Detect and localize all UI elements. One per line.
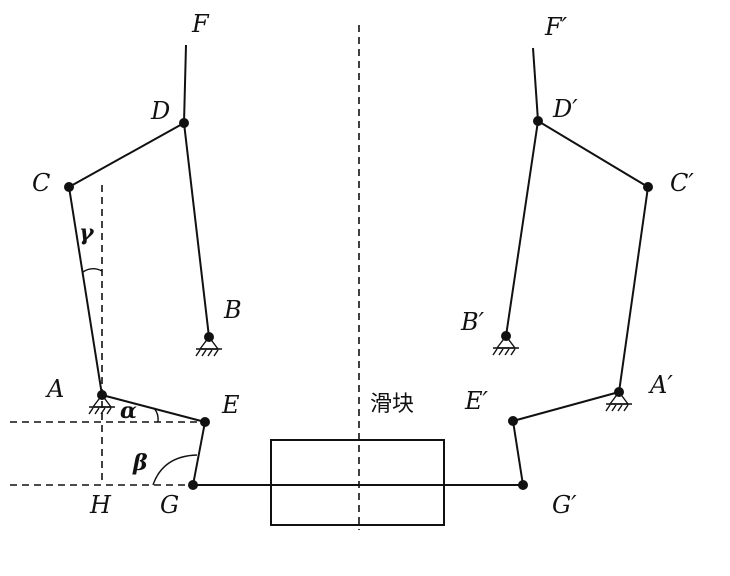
label-E: E (221, 391, 240, 419)
label-D-prime: D′ (552, 95, 578, 123)
joint-A (97, 390, 107, 400)
joint-Ap (614, 387, 624, 397)
joint-Gp (518, 480, 528, 490)
link-Dp-Bp (505, 120, 539, 337)
link-D-C (68, 122, 185, 188)
link-C-A (68, 186, 103, 396)
slider-block (270, 439, 445, 526)
label-G-prime: G′ (552, 491, 577, 519)
ground-support-Bp (492, 334, 519, 356)
label-A-prime: A′ (648, 371, 673, 399)
joint-D (179, 118, 189, 128)
joint-G (188, 480, 198, 490)
label-F-prime: F′ (544, 13, 568, 41)
link-E-G (192, 421, 206, 486)
label-H: H (89, 491, 112, 519)
label-alpha: α (120, 398, 137, 424)
label-D: D (150, 97, 170, 125)
joint-Bp (501, 331, 511, 341)
link-Ep-Gp (512, 420, 524, 486)
link-Dp-Cp (537, 120, 649, 188)
link-Cp-Ap (618, 186, 649, 393)
label-slider: 滑块 (370, 392, 414, 417)
link-D-B (183, 122, 210, 338)
joint-Ep (508, 416, 518, 426)
label-C: C (32, 169, 50, 197)
link-A-E (101, 394, 206, 423)
angle-arc-gamma (82, 268, 103, 273)
label-C-prime: C′ (670, 169, 694, 197)
label-G: G (160, 491, 179, 519)
ground-support-Ap (605, 390, 632, 412)
joint-E (200, 417, 210, 427)
link-F-D (183, 44, 187, 124)
label-A: A (45, 375, 64, 403)
link-Fp-Dp (532, 47, 539, 122)
angle-arc-beta (152, 454, 198, 486)
ground-support-A (88, 393, 115, 415)
link-Ap-Ep (512, 391, 620, 422)
joint-B (204, 332, 214, 342)
label-beta: β (132, 450, 148, 476)
label-F: F (191, 10, 210, 38)
label-E-prime: E′ (464, 387, 489, 415)
joint-Cp (643, 182, 653, 192)
label-B-prime: B′ (460, 308, 485, 336)
joint-Dp (533, 116, 543, 126)
joint-C (64, 182, 74, 192)
label-B: B (223, 296, 242, 324)
ground-support-B (195, 335, 222, 357)
angle-arc-alpha (153, 407, 159, 423)
label-gamma: γ (79, 220, 95, 246)
